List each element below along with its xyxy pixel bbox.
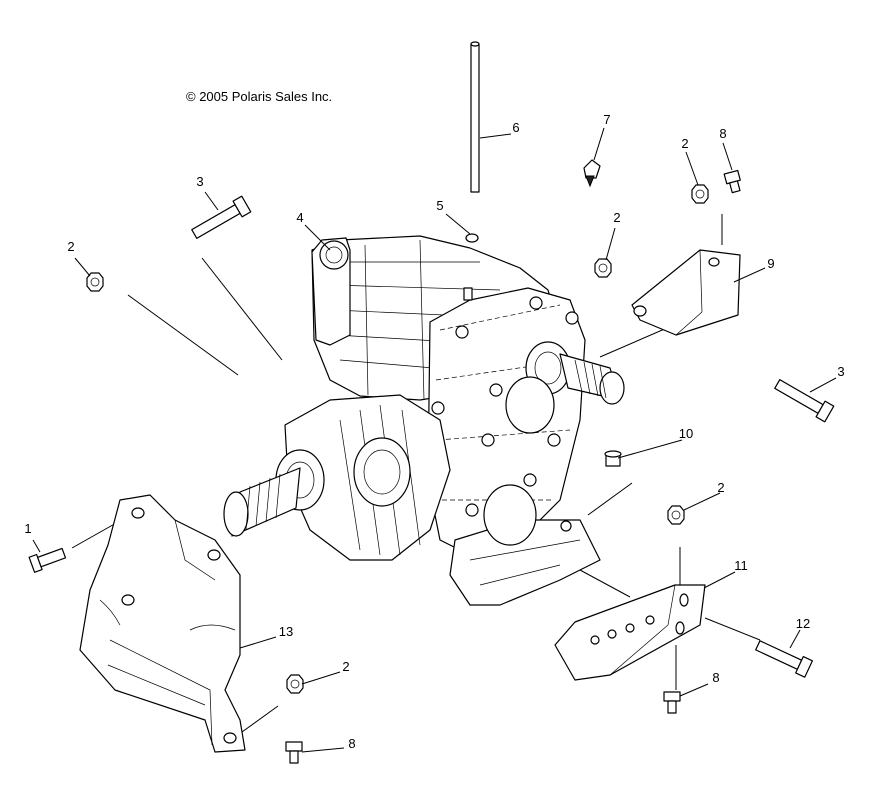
callout-label: 11: [734, 558, 748, 573]
callout-label: 3: [837, 364, 844, 379]
lower-bracket-part: [554, 584, 706, 681]
callout-label: 4: [296, 210, 303, 225]
callout-label: 1: [24, 521, 31, 536]
callout-label: 8: [712, 670, 719, 685]
flange-bolt-hardware: [285, 169, 741, 764]
callout-label: 12: [796, 616, 810, 631]
callout-labels: 1 2 2 2 2 2 3 3 4 5 6 7 8 8 8 9 10 11 12…: [24, 112, 844, 751]
clamp-part: [583, 159, 601, 188]
small-parts: [465, 159, 622, 467]
leader-lines: [32, 127, 837, 753]
callout-label: 8: [719, 126, 726, 141]
nut-hardware: [86, 184, 709, 694]
transmission-assembly: [223, 235, 625, 606]
callout-label: 8: [348, 736, 355, 751]
callout-label: 13: [279, 624, 293, 639]
front-bracket-part: [79, 494, 246, 753]
callout-label: 2: [342, 659, 349, 674]
callout-label: 3: [196, 174, 203, 189]
callout-label: 2: [681, 136, 688, 151]
callout-label: 9: [767, 256, 774, 271]
callout-label: 10: [679, 426, 693, 441]
long-bolt-hardware: [28, 195, 835, 678]
vent-tube-part: [470, 41, 480, 193]
callout-label: 7: [603, 112, 610, 127]
copyright-text: © 2005 Polaris Sales Inc.: [186, 89, 332, 104]
callout-label: 6: [512, 120, 519, 135]
callout-label: 2: [67, 239, 74, 254]
callout-label: 2: [613, 210, 620, 225]
upper-bracket-part: [631, 249, 741, 336]
callout-label: 2: [717, 480, 724, 495]
callout-label: 5: [436, 198, 443, 213]
plug-part: [465, 233, 479, 243]
flange-nut-part: [604, 450, 622, 467]
